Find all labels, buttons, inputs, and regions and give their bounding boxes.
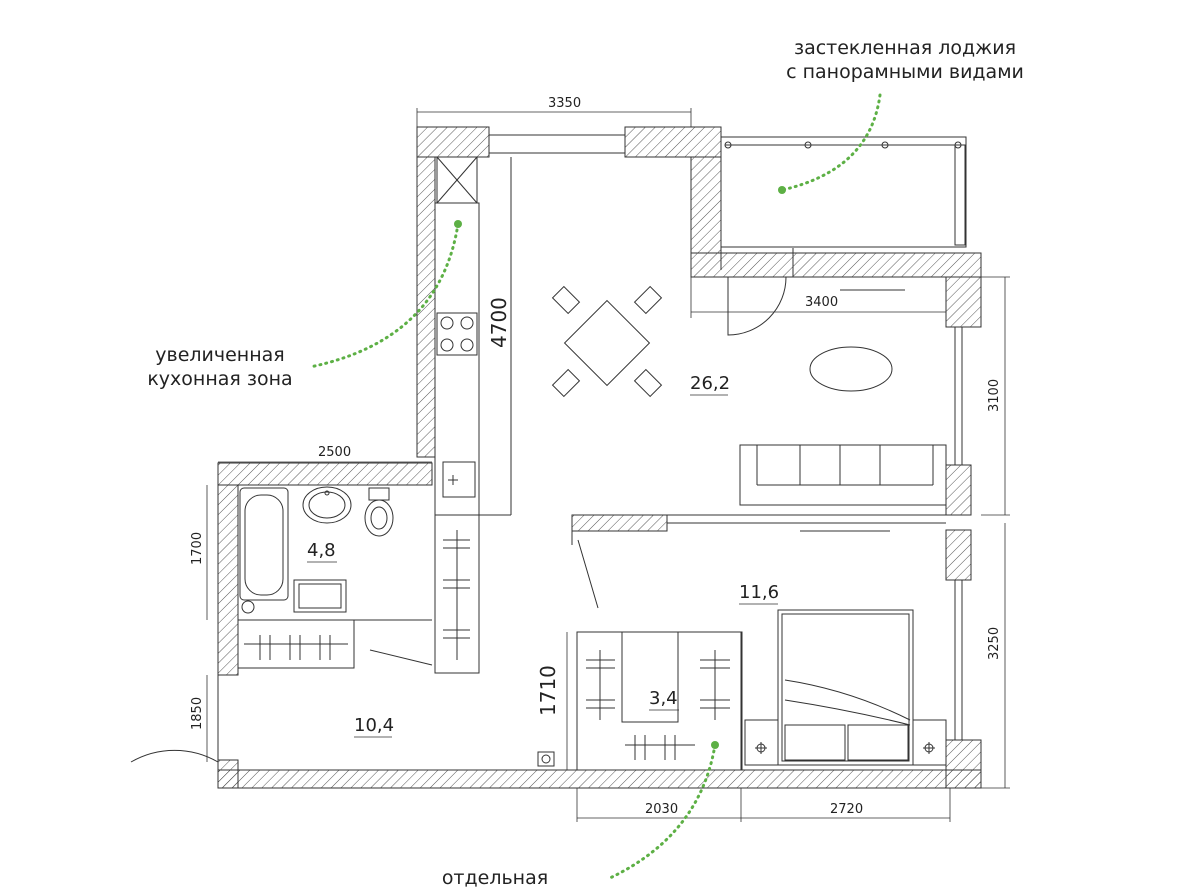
dim-3100: 3100 (987, 379, 1002, 412)
area-wardrobe: 3,4 (649, 688, 678, 709)
callout-loggia: застекленная лоджия с панорамными видами (760, 36, 1050, 84)
dim-3350: 3350 (548, 96, 581, 111)
callout-kitchen: увеличенная кухонная зона (130, 343, 310, 391)
area-living: 26,2 (690, 373, 730, 394)
dim-1700: 1700 (190, 532, 205, 565)
area-hall: 10,4 (354, 715, 394, 736)
callout-kitchen-line-1: увеличенная (155, 344, 285, 366)
dim-1710: 1710 (536, 665, 560, 716)
callout-dot-kitchen (454, 220, 462, 228)
dim-1850: 1850 (190, 697, 205, 730)
callout-dot-loggia (778, 186, 786, 194)
dim-4700: 4700 (487, 297, 511, 348)
callout-wardrobe-line-1: отдельная (441, 867, 549, 889)
callout-loggia-line-2: с панорамными видами (786, 61, 1024, 83)
callout-loggia-line-1: застекленная лоджия (793, 37, 1017, 59)
dim-2500: 2500 (318, 445, 351, 460)
dimension-lines (206, 108, 1010, 822)
callout-wardrobe: отдельная (420, 866, 570, 890)
callout-dot-wardrobe (711, 741, 719, 749)
dim-3250: 3250 (987, 627, 1002, 660)
dim-2720: 2720 (830, 802, 863, 817)
plan-linework (130, 136, 967, 771)
dim-2030: 2030 (645, 802, 678, 817)
area-bath: 4,8 (307, 540, 336, 561)
area-bedroom: 11,6 (739, 582, 779, 603)
callout-kitchen-line-2: кухонная зона (147, 368, 293, 390)
callout-leaders (308, 93, 882, 880)
dim-3400: 3400 (805, 295, 838, 310)
walls (217, 126, 982, 789)
